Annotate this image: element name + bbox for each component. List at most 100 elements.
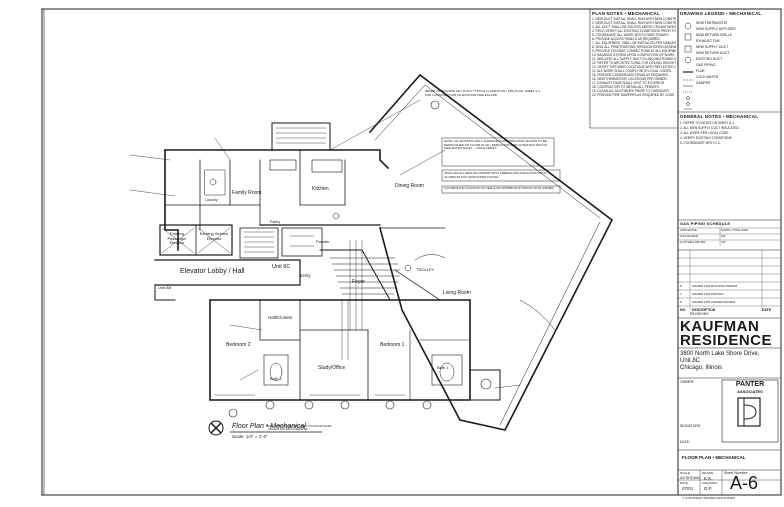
revisions-header-description: DESCRIPTION [692,308,716,312]
plan-note-box: NOTE: ALL EXISTING WALL SURFACES/CONSTRU… [444,140,548,151]
note-line: GAS PIPING [696,63,716,67]
note-line: COLD WATER [696,75,719,79]
drawn-value: K.K. [704,476,713,481]
room-label-unit-8b: Unit 8B [158,285,172,290]
general-notes-panel: GENERAL NOTES • MECHANICAL 1. REFER TO N… [680,114,780,218]
note-line: 11. INSULATE ALL SUPPLY DUCT IN UNCONDIT… [592,57,676,61]
revisions-header-date: DATE [762,308,771,312]
note-line: FLUE [696,69,705,73]
gas-schedule-title: GAS PIPING SCHEDULE [680,221,731,226]
gas-schedule-cell: GAS RANGE [680,234,698,238]
drawing-title: Floor Plan • Mechanical [232,423,306,430]
legend-title: DRAWING LEGEND • MECHANICAL [680,11,762,16]
room-label-existing-service: Existing Service Elevator [199,231,229,241]
firm-name-line2: ASSOCIATES [737,389,763,394]
note-line: 14. ALL WORK SHALL COMPLY WITH LOCAL COD… [592,69,672,73]
project-name-line2: RESIDENCE [680,332,773,349]
plan-notes-panel: PLAN NOTES • MECHANICAL 1. NEW DUCT INST… [592,11,676,125]
room-label-powder: Powder [316,239,330,244]
stamp-label-date: DATE: [680,440,691,444]
stamp-label-signature: SIGNATURE: [680,424,702,428]
note-box-outline [441,137,555,167]
note-line: NEW THERMOSTAT [696,21,728,25]
gas-schedule-header-size: SUPPLY PIPE SIZE [721,228,748,232]
note-line: 5. COORDINATE WITH G.C. [680,141,722,145]
note-line: 17. EXHAUST FANS SHALL VENT TO EXTERIOR. [592,81,665,85]
room-label-family: Family Room [232,190,262,196]
room-label-kitchen: Kitchen [312,186,329,192]
note-line: 8. SEAL ALL PENETRATIONS THROUGH RATED A… [592,45,676,49]
plan-note-top: REFER TO BUILDING KEY PLAN / TYPICAL FLO… [425,89,541,97]
firm-name-line1: PANTER [735,381,765,388]
note-line: NEW RETURN DUCT [696,51,730,55]
plan-note-insulate: INSULATE ALL NEW DUCTWORK WITH FIBERGLAS… [444,171,546,179]
note-line: 1. NEW DUCT INSTALL SHALL RUN WITH NEW C… [592,17,676,21]
note-line: 3. ALL DUCT SHALL BE ROUTED ABOVE CEILIN… [592,25,676,29]
legend-list: NEW THERMOSTAT NEW SUPPLY DIFFUSER NEW RET… [680,20,780,86]
revision-description: ISSUED FOR PRICING [692,292,724,296]
project-address-2: Unit 8C [680,358,701,364]
note-line: NEW RETURN GRILLE [696,33,732,37]
note-line: 12. REFER TO ARCHITECTURAL FOR CEILING H… [592,61,676,65]
note-line: 13. VERIFY DIFFUSER LOCATIONS WITH REFLE… [592,65,676,69]
checked-value: D.P. [704,486,713,491]
legend-panel: DRAWING LEGEND • MECHANICAL NEW THERMOST… [680,11,780,111]
floor-plan [129,73,614,431]
gas-schedule-cell: CLOTHES DRYER [680,240,706,244]
room-label-existing-passenger: Existing Passenger Elevator [167,231,187,245]
sheet-number-label: Sheet Number: [724,471,749,475]
revision-description: ISSUED FOR OWNER REVIEW [692,300,736,304]
scale-value: AS SHOWN [680,476,700,480]
room-label-entry: Entry [300,273,311,278]
date-value: 07/01 [682,486,694,491]
note-line: NEW SUPPLY DIFFUSER [696,27,736,31]
note-line: 5. COORDINATE ALL WORK WITH OTHER TRADES… [592,33,670,37]
note-line: 3. ALL WORK PER LOCAL CODE. [680,131,730,135]
room-label-bedroom2: Bedroom 2 [226,342,251,348]
room-label-living: Living Room [443,290,471,296]
sheet-title: FLOOR PLAN • MECHANICAL [682,455,746,460]
note-line: 15. PROVIDE CONDENSATE DRAIN AS REQUIRED… [592,73,669,77]
date-label: DATE: [680,481,689,485]
revisions-footer: REVISIONS [690,312,709,316]
note-line: 19. CLEAN ALL DUCTWORK PRIOR TO TURNOVER… [592,89,670,93]
drawing-title-note: ALL DIMENSIONS ARE GIVEN TO FINISH FACES… [268,424,332,432]
stamp-label-owner: OWNER: [680,380,695,384]
insulate-note-outline [441,169,561,182]
general-notes-list: 1. REFER TO NOTES ON SHEET A-1.2. ALL NE… [680,121,780,146]
gas-schedule-header-appliance: APPLIANCE [680,228,697,232]
room-label-unit-8c: Unit 8C [272,264,291,270]
note-line: 1. REFER TO NOTES ON SHEET A-1. [680,121,736,125]
room-label-study: Study/Office [318,365,346,371]
revision-number: 7 [680,292,682,296]
note-line: 9. PROVIDE FLEXIBLE CONNECTIONS AT ALL E… [592,49,676,53]
revisions-panel: 8 ISSUED FOR BUILDING PERMIT 7 ISSUED FO… [680,282,780,318]
plan-notes-list: 1. NEW DUCT INSTALL SHALL RUN WITH NEW C… [592,17,676,97]
scale-label: SCALE: [680,471,691,475]
legend-symbols [683,22,693,110]
coordinate-note-outline [441,185,561,194]
drawn-label: DRAWN: [702,471,715,475]
sheet-border [41,8,782,496]
note-line: 4. VERIFY EXISTING CONDITIONS. [680,136,733,140]
general-notes-title: GENERAL NOTES • MECHANICAL [680,114,759,119]
room-label-trolley: TROLLEY [416,267,435,272]
note-line: 18. CONTRACTOR TO OBTAIN ALL PERMITS. [592,85,660,89]
note-line: 6. PROVIDE ACCESS PANELS AS REQUIRED. [592,37,661,41]
room-label-bedroom1: Bedroom 1 [380,342,405,348]
room-label-bath2: Bath 2 [270,376,282,381]
revisions-header-no: NO. [680,308,687,312]
project-name-line1: KAUFMAN [680,318,760,335]
plan-note-coordinate: COORDINATE LOCATION OF NEW GAS DISTRIBUT… [444,186,555,190]
room-label-laundry: Laundry [205,198,218,202]
plan-notes-title: PLAN NOTES • MECHANICAL [592,11,660,16]
note-line: EXISTING DUCT [696,57,723,61]
note-line: 16. NEW THERMOSTAT LOCATIONS PER OWNER. [592,77,668,81]
project-address-3: Chicago, Illinois [680,365,723,371]
note-line: NEW SUPPLY DUCT [696,45,729,49]
note-line: 2. ALL NEW SUPPLY DUCT INSULATED. [680,126,740,130]
checked-label: CHECKED: [702,481,718,485]
note-line: EXHAUST FAN [696,39,720,43]
revision-number: 6 [680,300,682,304]
